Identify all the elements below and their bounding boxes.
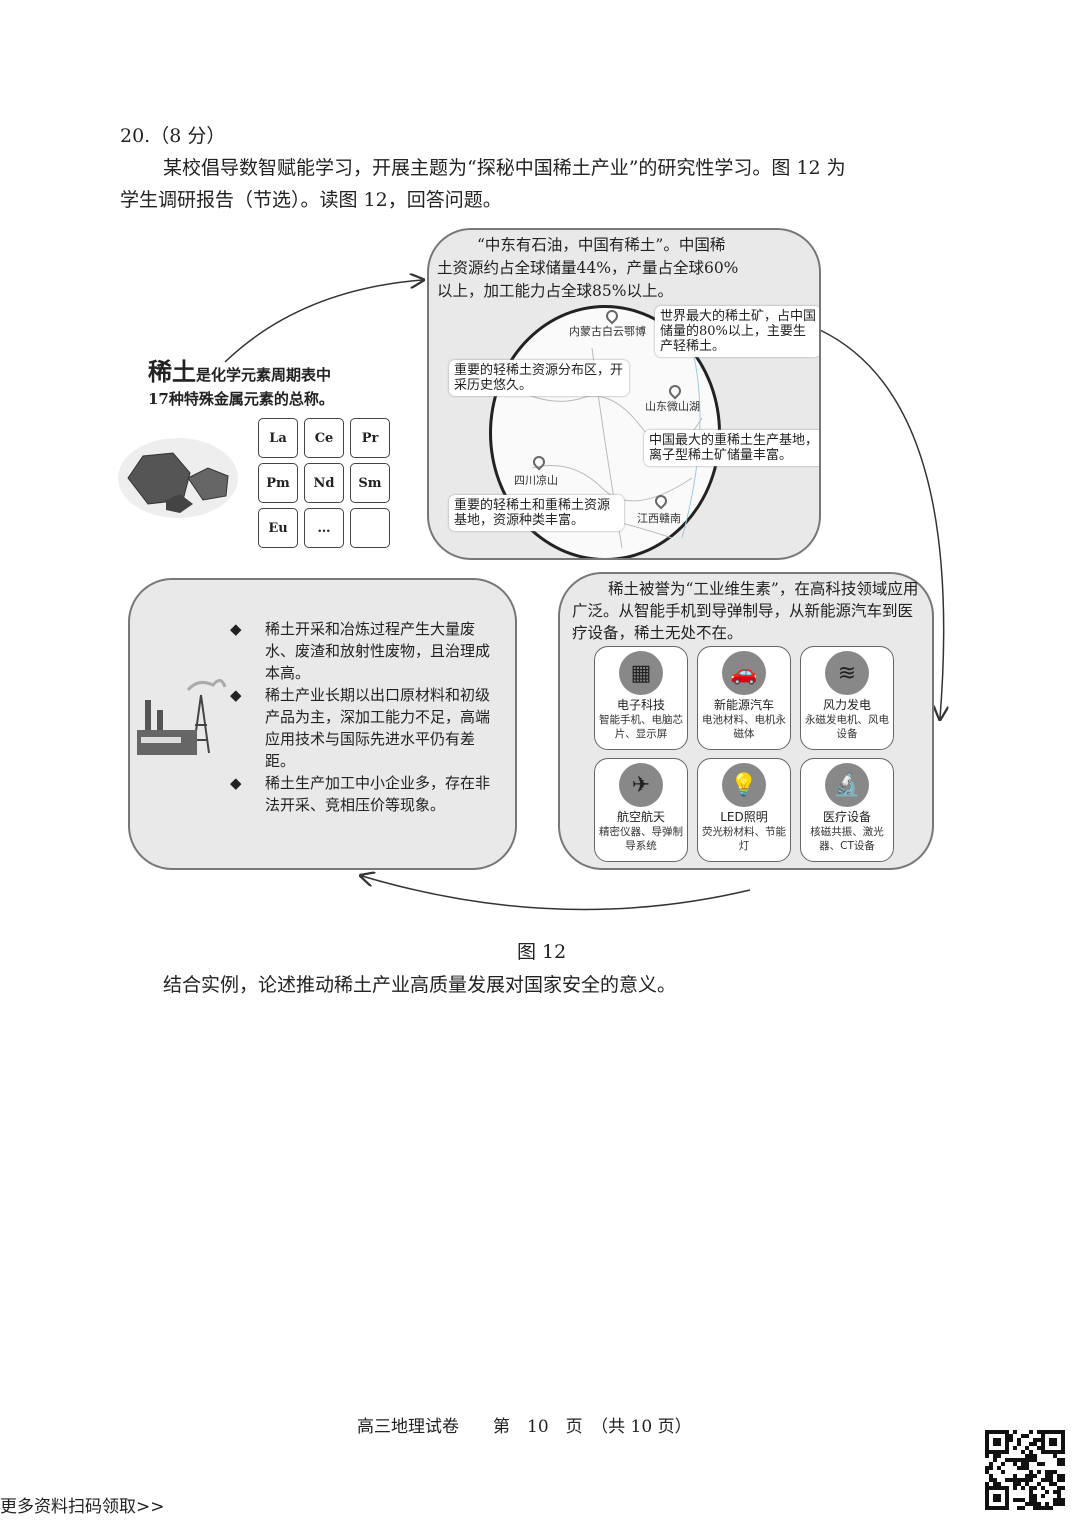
element-cell: La	[258, 418, 298, 458]
map-intro: “中东有石油，中国有稀土”。中国稀 土资源约占全球储量44%，产量占全球60% …	[437, 234, 817, 303]
promo-text[interactable]: 更多资料扫码领取>>	[0, 1497, 165, 1517]
figure-caption: 图 12	[517, 941, 567, 963]
definition-text: 稀土是化学元素周期表中 17种特殊金属元素的总称。	[148, 360, 334, 411]
element-cell: Eu	[258, 508, 298, 548]
place-label: 四川凉山	[514, 474, 558, 487]
element-cell: …	[304, 508, 344, 548]
arrow-3	[362, 876, 751, 911]
card-title: 医疗设备	[822, 810, 871, 824]
map-box: “中东有石油，中国有稀土”。中国稀 土资源约占全球储量44%，产量占全球60% …	[427, 228, 821, 560]
arrow-1	[224, 280, 422, 363]
app-card-led: 💡 LED照明荧光粉材料、节能灯	[697, 758, 791, 862]
app-card-wind: ≋ 风力发电永磁发电机、风电设备	[800, 646, 894, 750]
app-card-electronics: ▦ 电子科技智能手机、电脑芯片、显示屏	[594, 646, 688, 750]
intro-line-1: 某校倡导数智赋能学习，开展主题为“探秘中国稀土产业”的研究性学习。图 12 为	[163, 157, 846, 179]
element-cell: Nd	[304, 463, 344, 503]
map-intro-line: “中东有石油，中国有稀土”。中国稀	[477, 236, 726, 254]
element-cell: Pr	[350, 418, 390, 458]
problem-item: ◆ 稀土产业长期以出口原材料和初级产品为主，深加工能力不足，高端应用技术与国际先进…	[230, 684, 500, 772]
problem-item: ◆ 稀土生产加工中小企业多，存在非法开采、竞相压价等现象。	[230, 772, 500, 816]
bullet-icon: ◆	[230, 686, 242, 704]
callout-liangshan: 重要的轻稀土和重稀土资源基地，资源种类丰富。	[449, 495, 624, 531]
bullet-icon: ◆	[230, 774, 242, 792]
plane-icon: ✈	[619, 763, 663, 807]
definition-rest2: 17种特殊金属元素的总称。	[148, 390, 334, 408]
card-desc: 电池材料、电机永磁体	[702, 714, 786, 740]
intro-line-2: 学生调研报告（节选）。读图 12，回答问题。	[120, 189, 502, 211]
bullet-icon: ◆	[230, 620, 242, 638]
app-card-medical: 🔬 医疗设备核磁共振、激光器、CT设备	[800, 758, 894, 862]
map-intro-line: 以上，加工能力占全球85%以上。	[437, 282, 673, 300]
place-label: 江西赣南	[637, 512, 681, 525]
place-label: 内蒙古白云鄂博	[569, 325, 646, 338]
element-cell	[350, 508, 390, 548]
applications-intro: 稀土被誉为“工业维生素”，在高科技领域应用广泛。从智能手机到导弹制导，从新能源汽…	[572, 580, 919, 642]
question-number: 20.（8 分）	[120, 125, 226, 147]
problems-box: ◆ 稀土开采和冶炼过程产生大量废水、废渣和放射性废物，且治理成本高。 ◆ 稀土产业长…	[128, 578, 517, 870]
bulb-icon: 💡	[722, 763, 766, 807]
callout-weishan: 重要的轻稀土资源分布区，开采历史悠久。	[449, 360, 629, 396]
app-card-nev: 🚗 新能源汽车电池材料、电机永磁体	[697, 646, 791, 750]
phone-icon: ▦	[619, 651, 663, 695]
place-label: 山东微山湖	[645, 400, 700, 413]
page-footer: 高三地理试卷 第 10 页 （共 10 页）	[357, 1417, 692, 1437]
qr-code-icon[interactable]	[985, 1430, 1065, 1510]
wind-icon: ≋	[825, 651, 869, 695]
element-cell: Ce	[304, 418, 344, 458]
element-cell: Pm	[258, 463, 298, 503]
definition-term: 稀土	[148, 357, 196, 386]
map-intro-line: 土资源约占全球储量44%，产量占全球60%	[437, 259, 739, 277]
card-desc: 永磁发电机、风电设备	[805, 714, 889, 740]
microscope-icon: 🔬	[825, 763, 869, 807]
definition-rest1: 是化学元素周期表中	[196, 366, 332, 384]
element-grid: La Ce Pr Pm Nd Sm Eu …	[258, 418, 392, 550]
arrow-2	[819, 329, 944, 718]
problem-item: ◆ 稀土开采和冶炼过程产生大量废水、废渣和放射性废物，且治理成本高。	[230, 618, 500, 684]
card-desc: 精密仪器、导弹制导系统	[599, 826, 683, 852]
element-cell: Sm	[350, 463, 390, 503]
card-title: LED照明	[720, 810, 768, 824]
card-title: 风力发电	[822, 698, 871, 712]
card-desc: 智能手机、电脑芯片、显示屏	[599, 714, 683, 740]
card-title: 新能源汽车	[713, 698, 774, 712]
problem-text: 稀土开采和冶炼过程产生大量废水、废渣和放射性废物，且治理成本高。	[265, 620, 491, 682]
problems-list: ◆ 稀土开采和冶炼过程产生大量废水、废渣和放射性废物，且治理成本高。 ◆ 稀土产业长…	[230, 618, 500, 816]
car-icon: 🚗	[722, 651, 766, 695]
problem-text: 稀土生产加工中小企业多，存在非法开采、竞相压价等现象。	[265, 774, 491, 814]
card-desc: 荧光粉材料、节能灯	[702, 826, 786, 852]
problem-text: 稀土产业长期以出口原材料和初级产品为主，深加工能力不足，高端应用技术与国际先进水…	[265, 686, 491, 770]
card-desc: 核磁共振、激光器、CT设备	[810, 826, 884, 852]
callout-baiyun: 世界最大的稀土矿，占中国储量的80%以上，主要生产轻稀土。	[655, 306, 819, 357]
rare-earth-ore-image	[118, 438, 238, 518]
callout-gannan: 中国最大的重稀土生产基地，离子型稀土矿储量丰富。	[644, 430, 819, 466]
question-prompt: 结合实例，论述推动稀土产业高质量发展对国家安全的意义。	[163, 974, 677, 996]
card-title: 航空航天	[616, 810, 665, 824]
card-title: 电子科技	[616, 698, 665, 712]
factory-icon	[137, 679, 227, 755]
cycle-arrows	[224, 0, 1080, 911]
app-card-aerospace: ✈ 航空航天精密仪器、导弹制导系统	[594, 758, 688, 862]
